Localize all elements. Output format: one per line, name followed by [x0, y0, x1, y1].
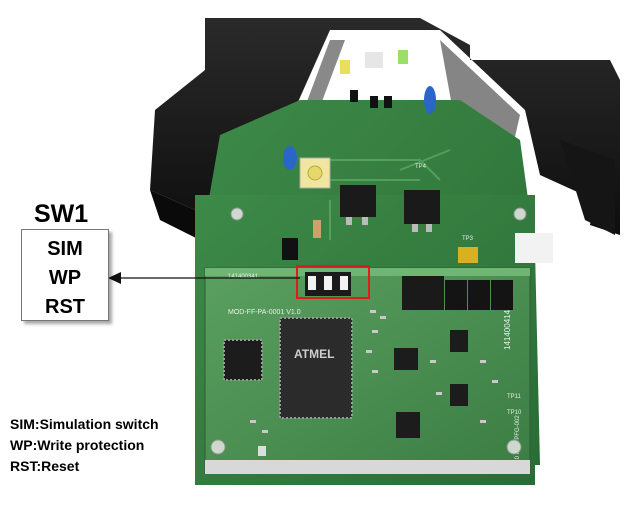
testpoint-label: TP10	[507, 410, 522, 416]
legend-item-rst: RST:Reset	[10, 458, 80, 474]
sw1-item-sim: SIM	[47, 238, 83, 260]
svg-text:141400414: 141400414	[503, 309, 512, 350]
sw1-title: SW1	[34, 200, 89, 228]
legend: SIM:Simulation switch WP:Write protectio…	[10, 414, 159, 477]
daughter-pcb: ATMEL MOD-FF-PA-0001 V1.0 141400341 1414…	[204, 265, 531, 474]
testpoint-label: TP11	[507, 394, 522, 400]
sw1-pointer-arrow	[108, 272, 300, 284]
svg-text:MOD-FF-PA-0001 V1.0: MOD-FF-PA-0001 V1.0	[228, 309, 301, 316]
sw1-callout-box: SIM WP RST	[21, 229, 109, 321]
testpoint-label: TP4	[415, 164, 427, 170]
legend-item-sim: SIM:Simulation switch	[10, 416, 159, 432]
testpoint-label: TP3	[462, 236, 474, 242]
chip-label: ATMEL	[294, 347, 334, 361]
svg-text:141400341: 141400341	[228, 274, 259, 280]
sw1-highlight	[296, 265, 370, 299]
sw1-item-wp: WP	[48, 267, 82, 289]
legend-item-wp: WP:Write protection	[10, 437, 145, 453]
sw1-item-rst: RST	[45, 296, 85, 318]
